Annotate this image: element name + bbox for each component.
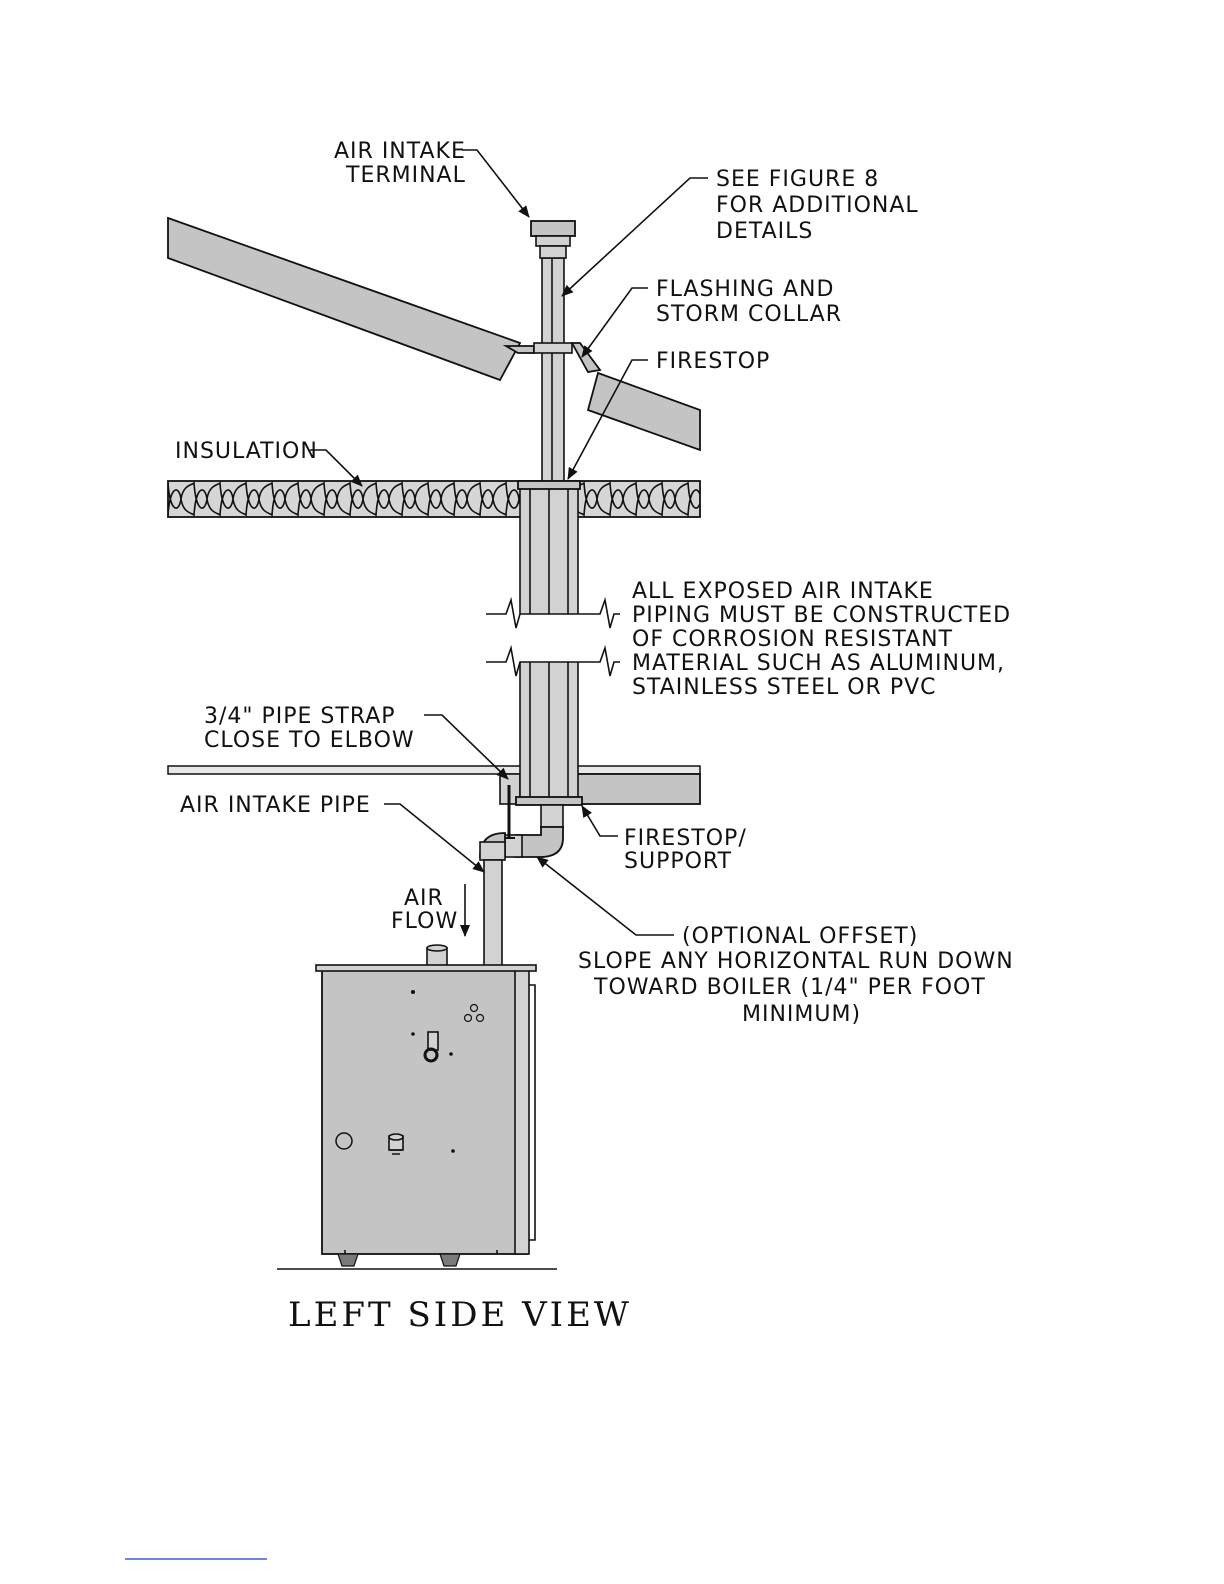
boiler bbox=[315, 944, 537, 1267]
air-intake-terminal bbox=[530, 220, 576, 259]
pipe-strap bbox=[505, 785, 515, 839]
label-offset-3: TOWARD BOILER (1/4" PER FOOT bbox=[593, 975, 986, 1000]
label-pipe-strap-2: CLOSE TO ELBOW bbox=[204, 728, 415, 753]
label-air-intake-terminal-1: AIR INTAKE bbox=[334, 139, 466, 164]
pipe-chase bbox=[486, 480, 620, 806]
vertical-intake-pipe bbox=[541, 257, 565, 484]
offset-piping bbox=[479, 804, 564, 969]
label-exposed-piping-5: STAINLESS STEEL OR PVC bbox=[632, 675, 937, 700]
label-air-intake-pipe: AIR INTAKE PIPE bbox=[180, 793, 371, 818]
leader-lines bbox=[310, 149, 708, 937]
label-firestop-support-1: FIRESTOP/ bbox=[624, 826, 747, 851]
label-offset-4: MINIMUM) bbox=[742, 1002, 861, 1027]
label-offset-2: SLOPE ANY HORIZONTAL RUN DOWN bbox=[578, 949, 1014, 974]
roof bbox=[167, 216, 701, 452]
label-pipe-strap-1: 3/4" PIPE STRAP bbox=[204, 704, 396, 729]
label-insulation: INSULATION bbox=[175, 439, 318, 464]
label-see-figure-3: DETAILS bbox=[716, 219, 813, 244]
label-exposed-piping-4: MATERIAL SUCH AS ALUMINUM, bbox=[632, 651, 1005, 676]
label-see-figure-1: SEE FIGURE 8 bbox=[716, 167, 879, 192]
label-exposed-piping-1: ALL EXPOSED AIR INTAKE bbox=[632, 579, 934, 604]
label-firestop: FIRESTOP bbox=[656, 349, 770, 374]
label-offset-1: (OPTIONAL OFFSET) bbox=[682, 924, 918, 949]
label-exposed-piping-2: PIPING MUST BE CONSTRUCTED bbox=[632, 603, 1011, 628]
label-air-flow-1: AIR bbox=[404, 886, 444, 911]
label-air-flow-2: FLOW bbox=[391, 909, 458, 934]
label-flashing-1: FLASHING AND bbox=[656, 277, 834, 302]
label-flashing-2: STORM COLLAR bbox=[656, 302, 842, 327]
label-see-figure-2: FOR ADDITIONAL bbox=[716, 193, 919, 218]
label-exposed-piping-3: OF CORROSION RESISTANT bbox=[632, 627, 953, 652]
diagram-title: LEFT SIDE VIEW bbox=[288, 1295, 632, 1335]
label-firestop-support-2: SUPPORT bbox=[624, 849, 732, 874]
label-air-intake-terminal-2: TERMINAL bbox=[345, 163, 466, 188]
attic-insulation bbox=[167, 480, 701, 518]
